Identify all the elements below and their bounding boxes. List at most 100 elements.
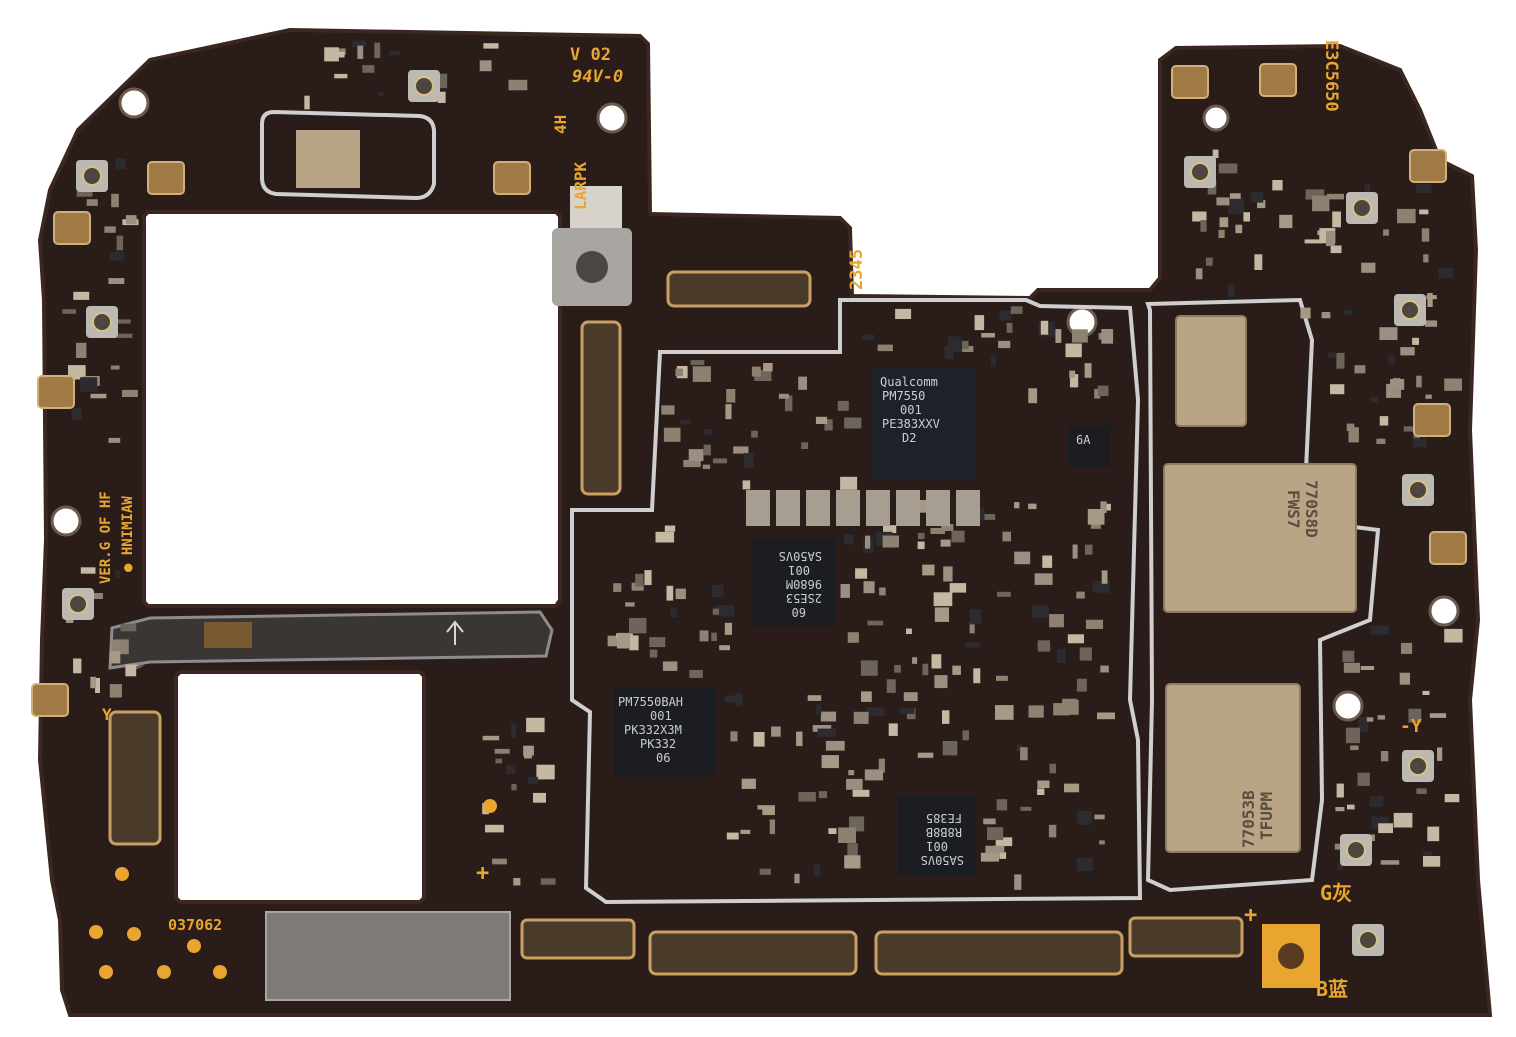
passive-component: [1419, 209, 1429, 215]
passive-component: [763, 363, 773, 372]
plate-bottom-left: [265, 911, 511, 1001]
passive-component: [1072, 329, 1088, 343]
passive-component: [332, 51, 345, 58]
passive-component: [1342, 650, 1355, 663]
passive-component: [961, 345, 974, 352]
passive-component: [1097, 712, 1115, 720]
passive-component: [864, 769, 884, 781]
passive-component: [80, 377, 98, 392]
passive-component: [726, 389, 736, 403]
passive-component: [917, 752, 934, 758]
passive-component: [482, 735, 500, 741]
passive-component: [878, 758, 885, 773]
passive-component: [1366, 717, 1374, 722]
passive-component: [1028, 503, 1037, 510]
passive-component: [999, 310, 1012, 321]
passive-component: [1218, 163, 1238, 174]
passive-component: [1227, 284, 1235, 297]
passive-component: [1084, 544, 1093, 555]
connector-left-bottom: [108, 710, 162, 846]
small-bottom-text-2: 001: [926, 839, 948, 853]
passive-component: [888, 723, 898, 736]
qr-code: [570, 186, 622, 230]
passive-component: [104, 226, 116, 233]
passive-component: [934, 607, 949, 622]
passive-component: [965, 642, 980, 648]
passive-component: [649, 637, 666, 648]
passive-component: [86, 199, 98, 206]
pmic-b-text-5: 06: [656, 751, 670, 765]
passive-component: [855, 568, 868, 579]
passive-component: [817, 728, 837, 737]
passive-component: [90, 393, 107, 399]
pmic-b-text-3: PK332X3M: [624, 723, 682, 737]
passive-component: [527, 776, 538, 785]
passive-component: [853, 711, 869, 724]
passive-component: [997, 591, 1011, 597]
passive-component: [801, 442, 809, 449]
capacitor: [866, 490, 890, 526]
passive-component: [352, 40, 366, 48]
passive-component: [109, 651, 121, 664]
passive-component: [1076, 857, 1094, 872]
passive-component: [796, 731, 803, 747]
passive-component: [940, 539, 951, 547]
passive-component: [110, 365, 120, 370]
passive-component: [1049, 763, 1057, 774]
soc-text-4: 001: [788, 563, 810, 577]
passive-component: [915, 500, 927, 513]
passive-component: [1077, 811, 1092, 825]
passive-component: [741, 778, 756, 789]
passive-component: [715, 605, 735, 617]
passive-component: [1031, 605, 1049, 619]
small-bottom-text-1: SA50VS: [921, 853, 964, 867]
passive-component: [655, 531, 675, 543]
passive-component: [942, 710, 950, 724]
chips: [265, 130, 1357, 1001]
passive-component: [757, 805, 765, 810]
passive-component: [1403, 426, 1416, 432]
passive-component: [649, 649, 658, 658]
pmic-main-text-3: 001: [900, 403, 922, 417]
passive-component: [1426, 295, 1437, 300]
passive-component: [108, 278, 125, 284]
soc-text-1: 60: [792, 605, 806, 619]
passive-component: [689, 670, 703, 678]
pmic-b-text-1: PM7550BAH: [618, 695, 683, 709]
passive-component: [95, 677, 100, 693]
rf-connector: [1400, 300, 1420, 320]
passive-component: [1345, 727, 1360, 744]
passive-component: [917, 532, 925, 540]
passive-components: [62, 40, 1463, 890]
passive-component: [115, 158, 126, 169]
pmic-b-chip: [614, 688, 716, 776]
passive-component: [844, 855, 861, 869]
passive-component: [1056, 649, 1066, 663]
small-chip-6a-text: 6A: [1076, 433, 1091, 447]
passive-component: [1357, 772, 1370, 786]
mount-hole: [50, 505, 82, 537]
passive-component: [664, 525, 676, 532]
passive-component: [1002, 531, 1011, 542]
passive-component: [511, 784, 517, 791]
passive-component: [1354, 365, 1366, 374]
rf-connector: [1346, 840, 1366, 860]
passive-component: [1416, 788, 1427, 794]
passive-component: [740, 829, 751, 834]
passive-component: [494, 748, 510, 754]
grey-label: G灰: [1320, 881, 1352, 905]
passive-component: [629, 635, 639, 651]
passive-component: [951, 530, 965, 543]
pmic-main-text-2: PM7550: [882, 389, 925, 403]
rf-connector: [82, 166, 102, 186]
passive-component: [995, 705, 1014, 720]
pmic-main-text-5: D2: [902, 431, 916, 445]
passive-component: [1049, 614, 1064, 628]
passive-component: [111, 193, 119, 208]
bracket-label: [204, 622, 252, 648]
small-chip-bottom: [898, 796, 976, 876]
passive-component: [1358, 716, 1369, 733]
passive-component: [362, 65, 375, 73]
pmic-main-text-4: PE383XXV: [882, 417, 940, 431]
small-bottom-text-3: R8B8B: [926, 825, 962, 839]
